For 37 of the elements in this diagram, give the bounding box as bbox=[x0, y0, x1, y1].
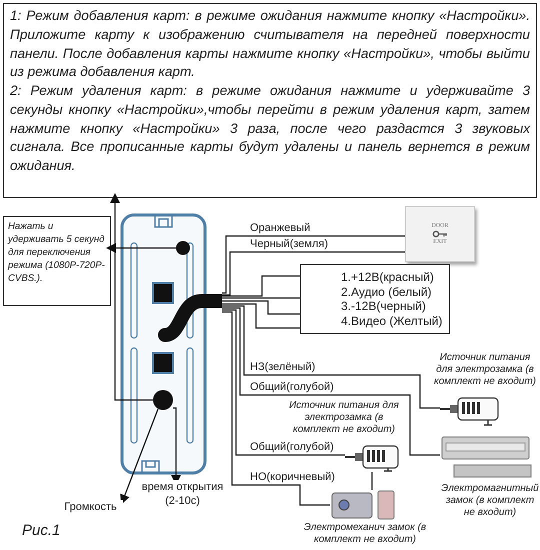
note-text: Нажать и удерживать 5 секунд для переключения режима (1080P-720P-CVBS.). bbox=[8, 221, 106, 286]
device-caption: Источник питания для электрозамка (в комплект не входит) bbox=[288, 400, 400, 436]
wire bbox=[222, 297, 300, 299]
wire-label: Общий(голубой) bbox=[250, 441, 334, 453]
pin-label: 3.-12В(черный) bbox=[341, 299, 427, 314]
wire bbox=[222, 305, 440, 409]
instruction-panel bbox=[3, 3, 537, 198]
instruction-text: 2: Режим удаления карт: в режиме ожидания нажмите и удерживайте 3 секунды кнопку «Настройки»,чтобы перейти в режим удаления карт, затем нажмите кнопку «Настройки» 3 раза, после чего раздастся 3 звуковых сигнала. Все прописанные карты будут удалены и панель вернется в режим ожидания. bbox=[10, 82, 530, 175]
wire-label: Черный(земля) bbox=[250, 238, 328, 250]
connector-box bbox=[300, 264, 450, 334]
wire bbox=[222, 311, 330, 506]
wire bbox=[222, 235, 405, 294]
wire bbox=[222, 309, 345, 456]
wire bbox=[222, 303, 300, 329]
arrow bbox=[110, 193, 154, 401]
wire-label: Оранжевый bbox=[250, 222, 310, 234]
device-caption: Электромагнитный замок (в комплект не входит) bbox=[440, 483, 540, 519]
wire-label: Общий(голубой) bbox=[250, 381, 334, 393]
pin-label: 1.+12В(красный) bbox=[341, 270, 435, 284]
wire bbox=[222, 275, 300, 297]
wire bbox=[371, 472, 373, 490]
exit-button bbox=[405, 206, 475, 262]
arrow bbox=[106, 243, 177, 253]
annotation-text: время открытия (2-10с) bbox=[140, 480, 225, 508]
wire bbox=[222, 251, 405, 296]
device-caption: Электромеханич замок (в комплект не входит) bbox=[302, 522, 428, 546]
wire-label: НО(коричневый) bbox=[250, 471, 335, 483]
pin-label: 4.Видео (Желтый) bbox=[341, 314, 444, 328]
wire bbox=[222, 307, 440, 456]
wire-label: НЗ(зелёный) bbox=[250, 361, 316, 373]
device-caption: Источник питания для электрозамка (в комплект не входит) bbox=[432, 352, 538, 388]
instruction-text: 1: Режим добавления карт: в режиме ожидания нажмите кнопку «Настройки». Приложите карту к изображению считывателя на передней поверхности панели. После добавления карты нажмите кнопку «Настройки», чтобы выйти из режима добавления карт. bbox=[10, 7, 530, 82]
wire bbox=[222, 300, 300, 315]
pin-label: 2.Аудио (белый) bbox=[341, 284, 433, 299]
figure-caption: Рис.1 bbox=[22, 522, 60, 539]
arrow bbox=[120, 408, 159, 505]
note-box bbox=[3, 216, 111, 306]
